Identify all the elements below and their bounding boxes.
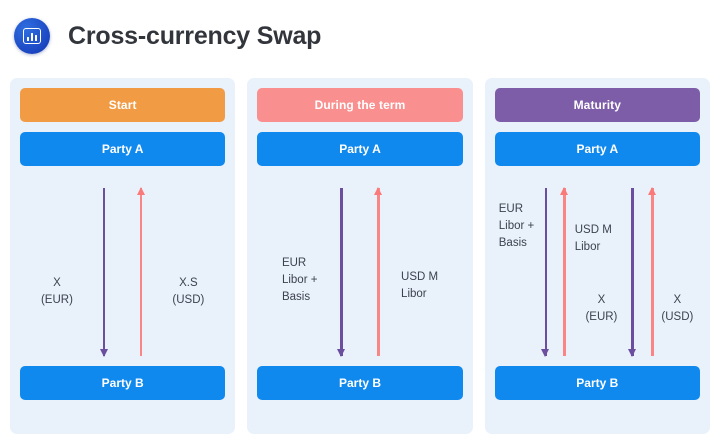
page-header: Cross-currency Swap bbox=[0, 0, 720, 72]
flow-area: EUR Libor + Basis USD M Libor bbox=[257, 187, 462, 357]
flow-arrow-up bbox=[558, 187, 570, 356]
bar-chart-icon bbox=[14, 18, 50, 54]
flow-arrow-up bbox=[372, 187, 384, 356]
party-a-box: Party A bbox=[20, 132, 226, 166]
party-b-box: Party B bbox=[494, 366, 700, 400]
party-a-box: Party A bbox=[257, 132, 463, 166]
party-b-box: Party B bbox=[20, 366, 226, 400]
party-b-box: Party B bbox=[257, 366, 463, 400]
flow-label: USD M Libor bbox=[574, 223, 612, 253]
flow-arrow-down bbox=[626, 188, 638, 357]
stage-badge: Maturity bbox=[494, 88, 700, 122]
stage-badge: During the term bbox=[257, 88, 463, 122]
stage-badge: Start bbox=[20, 88, 226, 122]
flow-arrow-down bbox=[336, 188, 348, 357]
flow-arrow-down bbox=[98, 188, 110, 357]
flow-arrow-down bbox=[540, 188, 552, 357]
flow-label: X (USD) bbox=[661, 294, 694, 324]
flow-area: X (EUR) X.S (USD) bbox=[20, 187, 225, 357]
flow-area: EUR Libor + Basis USD M Libor X (EUR) X (US… bbox=[495, 187, 700, 357]
party-a-box: Party A bbox=[494, 132, 700, 166]
flow-label: EUR Libor + Basis bbox=[281, 257, 318, 304]
flow-label: X.S (USD) bbox=[172, 277, 205, 307]
page-title: Cross-currency Swap bbox=[68, 21, 322, 50]
flow-arrow-up bbox=[647, 187, 659, 356]
flow-label: EUR Libor + Basis bbox=[498, 203, 535, 250]
bar-chart-glyph bbox=[23, 28, 41, 44]
flow-arrow-up bbox=[135, 187, 147, 356]
flow-label: X (EUR) bbox=[585, 294, 618, 324]
flow-label: X (EUR) bbox=[40, 277, 73, 307]
flow-label: USD M Libor bbox=[401, 270, 439, 300]
